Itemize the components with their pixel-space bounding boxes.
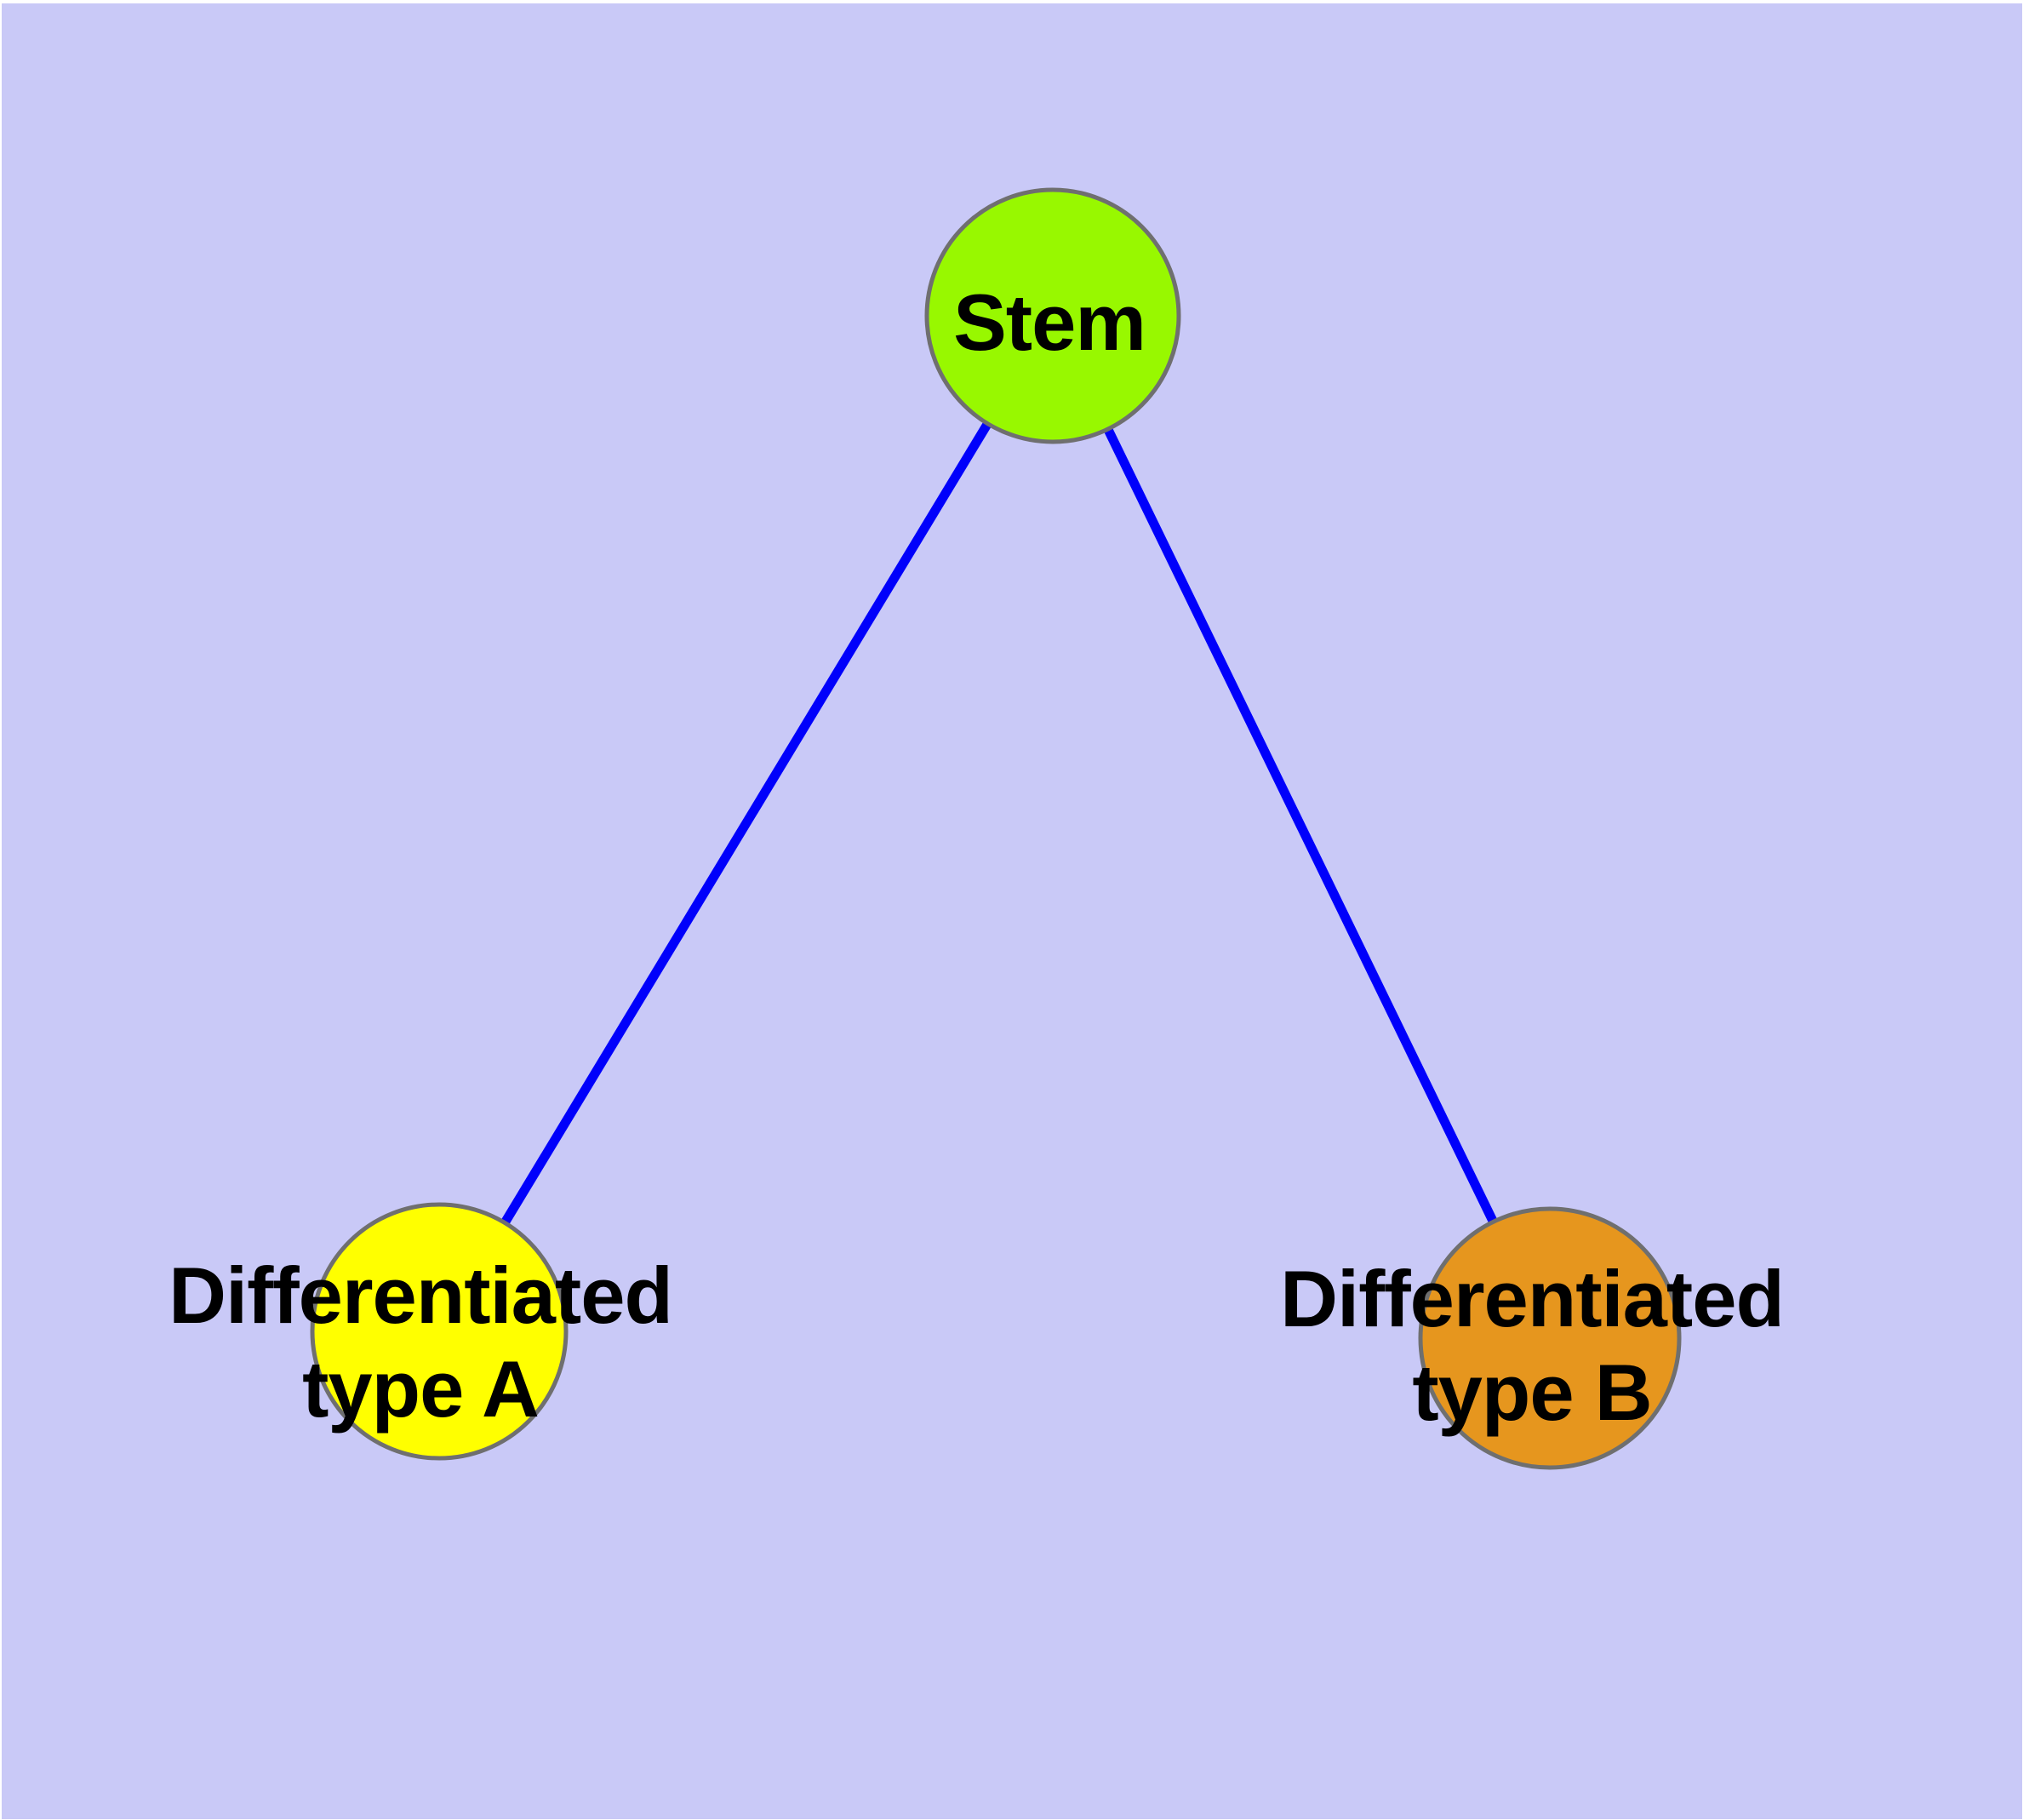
type-b-node <box>1418 1206 1682 1470</box>
edge-stem-to-type-a <box>435 313 1057 1334</box>
edge-stem-to-type-b <box>1049 313 1554 1341</box>
type-b-node-label: Differentiated type B <box>1280 1254 1785 1437</box>
type-a-node <box>310 1202 569 1461</box>
type-a-node-label: Differentiated type A <box>169 1251 673 1434</box>
stem-node <box>924 187 1181 444</box>
stem-node-label: Stem <box>953 278 1146 367</box>
